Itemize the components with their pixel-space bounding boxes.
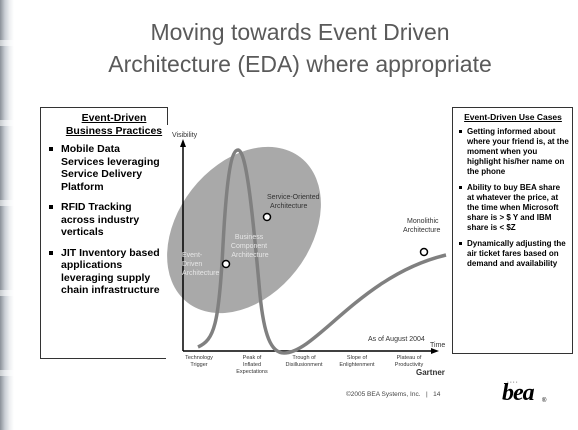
list-item-text: Dynamically adjusting the air ticket far… <box>467 239 566 268</box>
eda-point <box>221 259 231 269</box>
eda-label: Event- Driven Architecture <box>182 252 219 277</box>
use-cases-heading: Event-Driven Use Cases <box>464 112 562 122</box>
slide-title: Moving towards Event Driven Architecture… <box>40 16 560 80</box>
list-item: JIT Inventory based applications leverag… <box>49 246 163 297</box>
bullet-icon <box>459 186 462 189</box>
business-practices-box: Event-Driven Business Practices Mobile D… <box>40 107 168 359</box>
bullet-icon <box>459 242 462 245</box>
list-item-text: RFID Tracking across industry verticals <box>61 201 140 238</box>
list-item: Dynamically adjusting the air ticket far… <box>459 239 569 269</box>
title-line-2: Architecture (EDA) where appropriate <box>108 51 492 77</box>
list-item: RFID Tracking across industry verticals <box>49 201 163 239</box>
business-component-ellipse <box>167 146 321 314</box>
x-axis-arrow-icon <box>431 348 439 354</box>
footer: ©2005 BEA Systems, Inc. | 14 <box>346 391 440 398</box>
separator: | <box>422 391 432 398</box>
list-item-text: Ability to buy BEA share at whatever the… <box>467 183 561 232</box>
list-item-text: Mobile Data Services leveraging Service … <box>61 143 160 193</box>
list-item-text: Getting informed about where your friend… <box>467 127 569 176</box>
bullet-icon <box>459 130 462 133</box>
list-item-text: JIT Inventory based applications leverag… <box>61 246 160 297</box>
y-axis-arrow-icon <box>180 139 186 147</box>
business-practices-list: Mobile Data Services leveraging Service … <box>47 143 163 297</box>
title-line-1: Moving towards Event Driven <box>150 19 450 45</box>
use-cases-box: Event-Driven Use Cases Getting informed … <box>452 107 573 354</box>
x-axis-label: Time <box>430 342 445 349</box>
business-practices-heading: Event-Driven Business Practices <box>65 112 163 137</box>
monolithic-label: Monolithic Architecture <box>403 218 440 234</box>
ellipse-label: Business Component Architecture <box>231 234 269 259</box>
list-item: Mobile Data Services leveraging Service … <box>49 143 163 193</box>
bullet-icon <box>49 250 53 255</box>
page-number: 14 <box>433 391 441 398</box>
left-decorative-strip <box>0 0 14 430</box>
bullet-icon <box>49 205 53 209</box>
soa-label: Service-Oriented Architecture <box>267 194 321 210</box>
date-annotation: As of August 2004 <box>368 336 425 343</box>
use-cases-list: Getting informed about where your friend… <box>457 127 569 269</box>
gartner-label: Gartner <box>416 368 445 377</box>
y-axis-label: Visibility <box>172 132 198 139</box>
copyright-text: ©2005 BEA Systems, Inc. <box>346 391 421 398</box>
list-item: Ability to buy BEA share at whatever the… <box>459 183 569 233</box>
monolithic-point <box>419 247 429 257</box>
bullet-icon <box>49 147 53 151</box>
list-item: Getting informed about where your friend… <box>459 127 569 177</box>
soa-point <box>262 212 272 222</box>
registered-mark: ® <box>542 398 547 404</box>
logo-dots-icon: ∙∙∙∙ <box>507 379 519 386</box>
bea-logo: bea <box>502 380 535 406</box>
hype-curve <box>197 148 447 355</box>
hype-cycle-chart: Visibility Time As of August 2004 Gartne… <box>166 125 452 377</box>
